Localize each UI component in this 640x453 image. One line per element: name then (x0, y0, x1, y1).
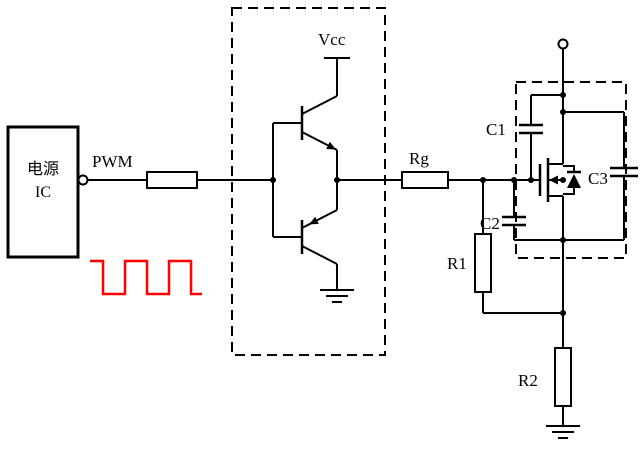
ground-symbol-driver (320, 289, 354, 303)
mosfet (538, 48, 564, 313)
driver-stage-dashed-box (231, 7, 386, 356)
pwm-input-net: PWM (87, 152, 273, 189)
npn-emitter-arrow (326, 141, 336, 150)
body-diode (563, 165, 581, 195)
body-diode-triangle (567, 174, 581, 188)
c2-capacitor: C2 (480, 180, 624, 241)
r2-label: R2 (518, 371, 538, 390)
r1-resistor: R1 (447, 180, 563, 314)
ic-output-terminal (77, 174, 89, 186)
power-ic-label-line1: 电源 (27, 160, 59, 178)
power-ic-label-line2: IC (35, 184, 51, 201)
pwm-series-resistor (146, 171, 198, 189)
driver-base-rail (272, 122, 302, 238)
c1-capacitor: C1 (486, 94, 563, 180)
c2-label: C2 (480, 214, 500, 233)
mosfet-dashed-box (515, 81, 627, 259)
junction-dots (270, 92, 566, 316)
pwm-label: PWM (92, 152, 133, 171)
r2-resistor: R2 (518, 313, 572, 426)
r1-label: R1 (447, 254, 467, 273)
pnp-transistor (300, 180, 338, 290)
mosfet-substrate-arrow (549, 175, 558, 185)
power-ic-box: 电源 IC (6, 125, 89, 259)
c3-label: C3 (588, 169, 608, 188)
gate-resistor: Rg (401, 149, 540, 189)
c1-label: C1 (486, 120, 506, 139)
vcc-label: Vcc (318, 30, 346, 49)
pwm-waveform (90, 259, 202, 296)
c3-capacitor: C3 (563, 111, 638, 240)
ground-symbol-output (546, 425, 580, 439)
pnp-emitter-arrow (309, 216, 319, 225)
drain-terminal (557, 38, 569, 50)
rg-label: Rg (409, 149, 429, 168)
vcc-rail: Vcc (318, 30, 350, 96)
npn-transistor (300, 95, 338, 180)
